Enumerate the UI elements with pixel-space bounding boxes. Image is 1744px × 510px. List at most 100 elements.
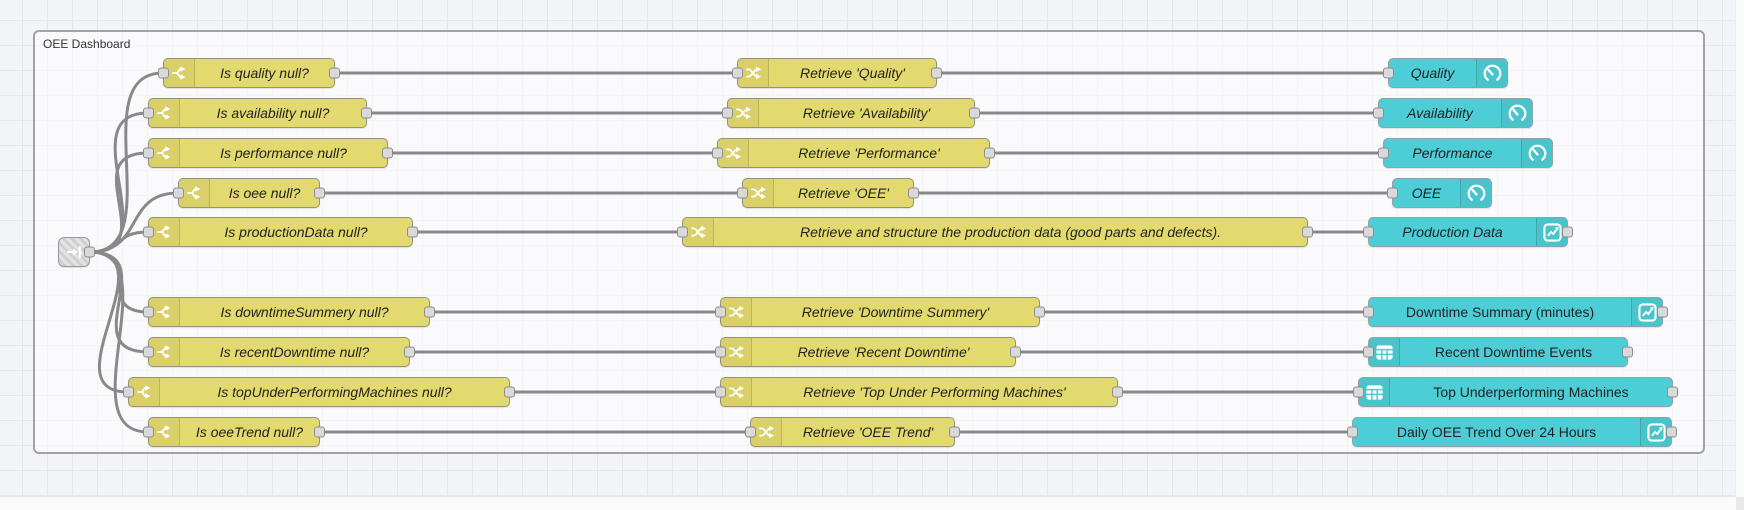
output-port[interactable] xyxy=(1666,426,1677,438)
node-label: Retrieve 'Availability' xyxy=(802,105,931,121)
output-port[interactable] xyxy=(314,187,325,199)
output-port[interactable] xyxy=(504,386,515,398)
input-port[interactable] xyxy=(715,386,726,398)
input-port[interactable] xyxy=(722,107,733,119)
output-port[interactable] xyxy=(1112,386,1123,398)
output-port[interactable] xyxy=(382,147,393,159)
table-icon xyxy=(1359,378,1390,406)
output-port[interactable] xyxy=(969,107,980,119)
input-port[interactable] xyxy=(715,306,726,318)
wire[interactable] xyxy=(89,151,149,254)
node-recent-downtime-events[interactable]: Recent Downtime Events xyxy=(1363,337,1633,367)
node-retrieve-oee[interactable]: Retrieve 'OEE' xyxy=(737,178,919,208)
input-port[interactable] xyxy=(143,306,154,318)
node-retrieve-oee-trend[interactable]: Retrieve 'OEE Trend' xyxy=(745,417,960,447)
node-daily-oee-trend-over-24-hours[interactable]: Daily OEE Trend Over 24 Hours xyxy=(1347,417,1677,447)
node-oee[interactable]: OEE xyxy=(1387,178,1492,208)
input-port[interactable] xyxy=(1363,306,1374,318)
input-port[interactable] xyxy=(1383,67,1394,79)
output-port[interactable] xyxy=(949,426,960,438)
change-icon xyxy=(751,418,782,446)
output-port[interactable] xyxy=(1010,346,1021,358)
input-port[interactable] xyxy=(158,67,169,79)
input-port[interactable] xyxy=(1353,386,1364,398)
node-downtime-summary-minutes[interactable]: Downtime Summary (minutes) xyxy=(1363,297,1668,327)
output-port[interactable] xyxy=(984,147,995,159)
horizontal-scrollbar[interactable] xyxy=(0,496,1744,510)
input-port[interactable] xyxy=(143,226,154,238)
node-retrieve-downtime-summery[interactable]: Retrieve 'Downtime Summery' xyxy=(715,297,1045,327)
node-label: OEE xyxy=(1411,185,1442,201)
change-icon xyxy=(721,378,752,406)
input-port[interactable] xyxy=(143,426,154,438)
input-port[interactable] xyxy=(1378,147,1389,159)
node-retrieve-recent-downtime[interactable]: Retrieve 'Recent Downtime' xyxy=(715,337,1021,367)
change-icon xyxy=(721,298,752,326)
input-port[interactable] xyxy=(123,386,134,398)
node-retrieve-availability[interactable]: Retrieve 'Availability' xyxy=(722,98,980,128)
node-is-productiondata-null[interactable]: Is productionData null? xyxy=(143,217,418,247)
node-is-oee-null[interactable]: Is oee null? xyxy=(173,178,325,208)
output-port[interactable] xyxy=(84,246,95,258)
node-is-performance-null[interactable]: Is performance null? xyxy=(143,138,393,168)
input-port[interactable] xyxy=(677,226,688,238)
node-is-topunderperformingmachines-null[interactable]: Is topUnderPerformingMachines null? xyxy=(123,377,515,407)
output-port[interactable] xyxy=(908,187,919,199)
output-port[interactable] xyxy=(1657,306,1668,318)
switch-icon xyxy=(149,99,180,127)
switch-icon xyxy=(129,378,160,406)
node-retrieve-performance[interactable]: Retrieve 'Performance' xyxy=(712,138,995,168)
node-label: Is quality null? xyxy=(220,65,309,81)
node-label: Top Underperforming Machines xyxy=(1433,384,1629,400)
output-port[interactable] xyxy=(1622,346,1633,358)
node-label: Retrieve 'OEE Trend' xyxy=(802,424,934,440)
node-is-quality-null[interactable]: Is quality null? xyxy=(158,58,340,88)
node-is-recentdowntime-null[interactable]: Is recentDowntime null? xyxy=(143,337,415,367)
node-link-in[interactable] xyxy=(58,237,95,267)
node-is-downtimesummery-null[interactable]: Is downtimeSummery null? xyxy=(143,297,435,327)
node-retrieve-top-under-performing-machines[interactable]: Retrieve 'Top Under Performing Machines' xyxy=(715,377,1123,407)
input-port[interactable] xyxy=(1347,426,1358,438)
input-port[interactable] xyxy=(1363,346,1374,358)
output-port[interactable] xyxy=(361,107,372,119)
change-icon xyxy=(743,179,774,207)
input-port[interactable] xyxy=(737,187,748,199)
node-retrieve-quality[interactable]: Retrieve 'Quality' xyxy=(732,58,942,88)
input-port[interactable] xyxy=(712,147,723,159)
output-port[interactable] xyxy=(1302,226,1313,238)
node-label: Quality xyxy=(1410,65,1455,81)
input-port[interactable] xyxy=(732,67,743,79)
output-port[interactable] xyxy=(1667,386,1678,398)
wire[interactable] xyxy=(89,250,149,434)
output-port[interactable] xyxy=(404,346,415,358)
input-port[interactable] xyxy=(1373,107,1384,119)
vertical-scrollbar[interactable] xyxy=(1735,0,1744,497)
node-is-oeetrend-null[interactable]: Is oeeTrend null? xyxy=(143,417,325,447)
node-retrieve-and-structure-the-production-data-good-parts-and-defects[interactable]: Retrieve and structure the production da… xyxy=(677,217,1313,247)
output-port[interactable] xyxy=(1562,226,1573,238)
node-label: Retrieve 'OEE' xyxy=(798,185,889,201)
node-label: Downtime Summary (minutes) xyxy=(1405,304,1595,320)
input-port[interactable] xyxy=(715,346,726,358)
output-port[interactable] xyxy=(1034,306,1045,318)
output-port[interactable] xyxy=(407,226,418,238)
output-port[interactable] xyxy=(424,306,435,318)
input-port[interactable] xyxy=(1387,187,1398,199)
input-port[interactable] xyxy=(1363,226,1374,238)
input-port[interactable] xyxy=(173,187,184,199)
input-port[interactable] xyxy=(143,346,154,358)
node-quality[interactable]: Quality xyxy=(1383,58,1508,88)
output-port[interactable] xyxy=(931,67,942,79)
node-availability[interactable]: Availability xyxy=(1373,98,1533,128)
node-top-underperforming-machines[interactable]: Top Underperforming Machines xyxy=(1353,377,1678,407)
node-is-availability-null[interactable]: Is availability null? xyxy=(143,98,372,128)
input-port[interactable] xyxy=(143,147,154,159)
output-port[interactable] xyxy=(329,67,340,79)
change-icon xyxy=(683,218,714,246)
input-port[interactable] xyxy=(745,426,756,438)
node-performance[interactable]: Performance xyxy=(1378,138,1553,168)
node-production-data[interactable]: Production Data xyxy=(1363,217,1573,247)
output-port[interactable] xyxy=(314,426,325,438)
input-port[interactable] xyxy=(143,107,154,119)
